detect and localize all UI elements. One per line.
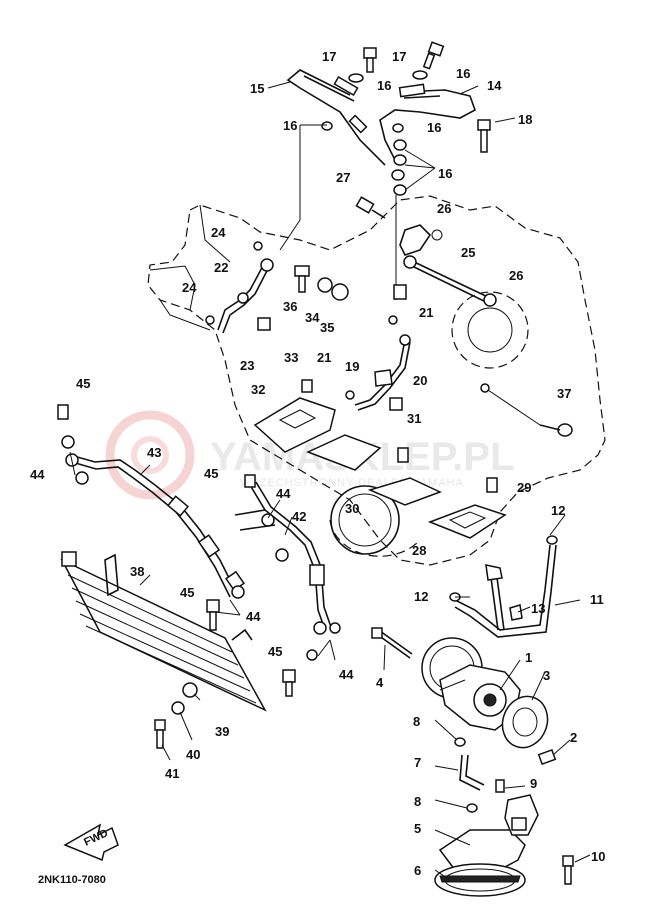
part-label: 5	[414, 821, 421, 836]
part-label: 4	[376, 675, 384, 690]
part-label: 27	[336, 170, 350, 185]
part-label: 21	[317, 350, 331, 365]
part-label: 22	[214, 260, 228, 275]
part-label: 8	[414, 794, 421, 809]
part-label: 42	[292, 509, 306, 524]
oil-hose-15	[286, 69, 386, 166]
part-label: 23	[240, 358, 254, 373]
part-label: 3	[543, 668, 550, 683]
part-label: 11	[590, 592, 604, 607]
part-label: 43	[147, 445, 161, 460]
oil-pipe-7	[454, 737, 505, 813]
bolt-washers-34-36	[294, 265, 349, 301]
bolt-10	[562, 855, 574, 885]
part-label: 44	[246, 609, 261, 624]
part-label: 39	[215, 724, 229, 739]
watermark-logo-icon	[105, 410, 195, 500]
baffle-plates	[253, 379, 507, 539]
part-label: 10	[591, 849, 605, 864]
part-label: 26	[509, 268, 523, 283]
diagram-code: 2NK110-7080	[38, 874, 106, 886]
part-label: 15	[250, 81, 264, 96]
part-label: 45	[268, 644, 282, 659]
part-label: 33	[284, 350, 298, 365]
part-label: 38	[130, 564, 144, 579]
part-label: 29	[517, 480, 531, 495]
part-labels: 17 17 16 15 14 16 16 16 18 16 27 26 24 2…	[30, 49, 605, 878]
oil-pump-1	[421, 637, 521, 731]
bolt-18	[477, 119, 491, 153]
part-label: 44	[276, 486, 291, 501]
part-label: 16	[283, 118, 297, 133]
part-label: 34	[305, 310, 320, 325]
pin-2	[537, 748, 557, 766]
gaskets-16	[321, 121, 407, 196]
part-label: 12	[414, 589, 428, 604]
part-label: 26	[437, 201, 451, 216]
part-label: 17	[392, 49, 406, 64]
part-label: 44	[339, 667, 354, 682]
part-label: 9	[530, 776, 537, 791]
part-label: 45	[76, 376, 90, 391]
part-label: 1	[525, 650, 532, 665]
part-label: 30	[345, 501, 359, 516]
part-label: 12	[551, 503, 565, 518]
part-label: 31	[407, 411, 421, 426]
crankcase-outline	[147, 195, 606, 566]
part-label: 16	[438, 166, 452, 181]
forward-arrow-icon: FWD	[63, 823, 119, 862]
part-label: 40	[186, 747, 200, 762]
breather-hose-19	[345, 315, 411, 411]
oil-strainer-cover-6	[434, 863, 526, 897]
part-label: 36	[283, 299, 297, 314]
bolt-37	[480, 383, 573, 437]
part-label: 45	[180, 585, 194, 600]
oil-cooler-38	[60, 551, 267, 712]
part-label: 21	[419, 305, 433, 320]
part-label: 7	[414, 755, 421, 770]
part-label: 24	[211, 225, 226, 240]
cooler-mount-39-41	[154, 682, 198, 749]
part-label: 45	[204, 466, 218, 481]
oil-pipe-22	[205, 241, 274, 334]
oil-hose-42	[234, 474, 341, 661]
bolt-4	[371, 627, 413, 659]
part-label: 16	[377, 78, 391, 93]
label-leaders	[69, 451, 591, 881]
part-label: 2	[570, 730, 577, 745]
part-label: 24	[182, 280, 197, 295]
part-label: 18	[518, 112, 532, 127]
part-label: 16	[456, 66, 470, 81]
pump-rotor-3	[501, 695, 549, 749]
part-label: 13	[531, 601, 545, 616]
leader-lines	[267, 81, 516, 300]
part-label: 6	[414, 863, 421, 878]
bolts-45	[206, 599, 296, 697]
part-label: 8	[413, 714, 420, 729]
part-label: 16	[427, 120, 441, 135]
part-label: 14	[487, 78, 502, 93]
union-bolts-17	[348, 41, 445, 83]
breather-assembly	[355, 196, 497, 307]
part-label: 44	[30, 467, 45, 482]
part-label: 19	[345, 359, 359, 374]
oil-hose-43	[57, 404, 245, 599]
part-label: 20	[413, 373, 427, 388]
part-label: 35	[320, 320, 334, 335]
oil-pipe-11	[449, 535, 558, 638]
oil-strainer-5	[438, 794, 539, 876]
part-label: 37	[557, 386, 571, 401]
oil-hose-14	[379, 83, 476, 161]
part-label: 32	[251, 382, 265, 397]
part-label: 28	[412, 543, 426, 558]
part-label: 17	[322, 49, 336, 64]
part-label: 25	[461, 245, 475, 260]
part-label: 41	[165, 766, 179, 781]
